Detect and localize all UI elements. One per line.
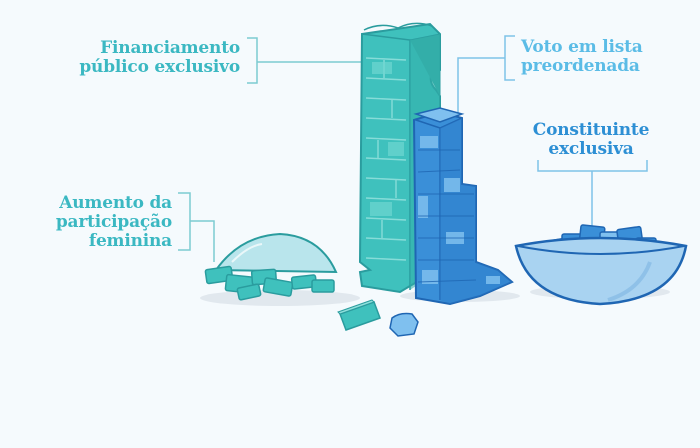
connector-aumento [178, 192, 215, 262]
label-line: preordenada [521, 56, 640, 76]
label-aumento-participacao-feminina: Aumento da participação feminina [20, 194, 172, 251]
label-line: participação [55, 212, 172, 232]
label-line: Aumento da [59, 193, 172, 213]
label-constituinte-exclusiva: Constituinte exclusiva [520, 121, 662, 159]
label-financiamento-publico-exclusivo: Financiamento público exclusivo [64, 39, 240, 77]
label-line: público exclusivo [79, 57, 240, 77]
blue-brick-tower [412, 107, 514, 306]
connector-constituinte [537, 160, 648, 230]
label-line: feminina [88, 231, 172, 251]
dome-with-teal-bricks [204, 232, 338, 301]
connector-voto [457, 35, 515, 118]
label-line: Financiamento [100, 38, 240, 58]
bowl-of-blue-bricks [514, 224, 688, 306]
label-line: exclusiva [548, 139, 634, 159]
label-voto-em-lista-preordenada: Voto em lista preordenada [521, 38, 643, 76]
loose-bricks [337, 299, 419, 337]
label-line: Voto em lista [521, 37, 643, 57]
label-line: Constituinte [532, 120, 650, 140]
connector-financiamento [247, 37, 362, 84]
